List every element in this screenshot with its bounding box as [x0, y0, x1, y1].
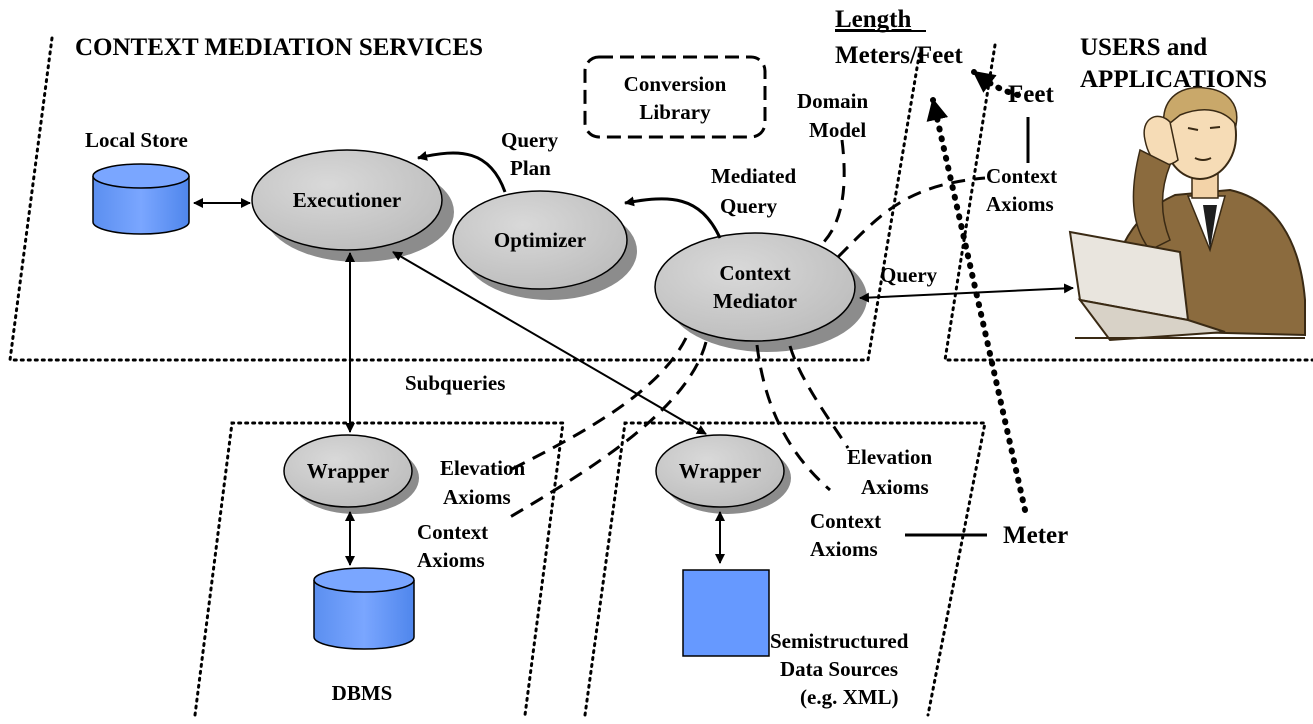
dashed-elevation-right [788, 345, 850, 449]
wrapper-right-label: Wrapper [679, 459, 761, 483]
arrow-mediator-to-optimizer [624, 196, 722, 239]
arrow-optimizer-to-executioner [417, 151, 507, 193]
users-boundary [943, 43, 1313, 362]
dbms-cylinder[interactable] [313, 567, 415, 650]
context-axioms-left-line2: Axioms [417, 548, 485, 572]
dbms-boundary [193, 421, 565, 717]
elevation-axioms-left-line1: Elevation [440, 456, 525, 480]
optimizer-node[interactable]: Optimizer [452, 190, 637, 300]
conversion-library-line1: Conversion [624, 72, 727, 96]
domain-model-line1: Domain [797, 89, 868, 113]
semistructured-line2: Data Sources [780, 657, 898, 681]
conversion-library-box[interactable]: Conversion Library [583, 55, 767, 139]
optimizer-label: Optimizer [494, 228, 586, 252]
user-context-axioms-line2: Axioms [986, 192, 1054, 216]
dotted-arrows [926, 69, 1028, 513]
meters-feet-label: Meters/Feet [835, 42, 963, 69]
context-mediator-line2: Mediator [713, 289, 797, 313]
arrow-mediator-user-query [859, 283, 1074, 303]
local-store-label: Local Store [85, 128, 188, 152]
mediated-query-line1: Mediated [711, 164, 796, 188]
conversion-library-line2: Library [639, 100, 711, 124]
executioner-label: Executioner [293, 188, 401, 212]
meter-label: Meter [1003, 522, 1068, 549]
dashed-context-left [504, 341, 708, 522]
elevation-axioms-right-line1: Elevation [847, 445, 932, 469]
feet-label: Feet [1008, 81, 1054, 108]
query-plan-line1: Query [501, 128, 559, 152]
executioner-node[interactable]: Executioner [251, 149, 454, 262]
region-boundaries [8, 36, 1313, 717]
solid-arrows [193, 117, 1074, 566]
domain-model-line2: Model [809, 118, 866, 142]
mediation-services-title: CONTEXT MEDIATION SERVICES [75, 34, 483, 61]
query-label: Query [880, 263, 938, 287]
dbms-label: DBMS [332, 681, 393, 705]
semistructured-data-square[interactable] [682, 569, 770, 657]
semistructured-line3: (e.g. XML) [800, 685, 899, 709]
dotted-meter-to-length [926, 97, 1028, 513]
elevation-axioms-right-line2: Axioms [861, 475, 929, 499]
context-axioms-right-line2: Axioms [810, 537, 878, 561]
query-plan-line2: Plan [510, 156, 551, 180]
wrapper-left-label: Wrapper [307, 459, 389, 483]
subqueries-label: Subqueries [405, 371, 505, 395]
context-mediator-node[interactable]: Context Mediator [654, 232, 867, 352]
context-axioms-left-line1: Context [417, 520, 488, 544]
user-context-axioms-line1: Context [986, 164, 1057, 188]
dashed-context-right [755, 344, 831, 492]
users-title-line2: APPLICATIONS [1080, 66, 1267, 93]
dashed-domain-model [818, 139, 846, 248]
dashed-user-context-axioms [836, 176, 986, 259]
dashed-links [504, 139, 986, 522]
semistructured-boundary [583, 421, 987, 717]
semistructured-line1: Semistructured [770, 629, 909, 653]
context-axioms-right-line1: Context [810, 509, 881, 533]
dashed-elevation-left [509, 337, 688, 472]
elevation-axioms-left-line2: Axioms [443, 485, 511, 509]
users-title-line1: USERS and [1080, 34, 1207, 61]
mediated-query-line2: Query [720, 194, 778, 218]
wrapper-right-node[interactable]: Wrapper [655, 434, 791, 514]
length-label: Length [835, 6, 912, 33]
local-store-cylinder[interactable] [92, 163, 190, 235]
context-mediator-line1: Context [719, 261, 790, 285]
arrow-executioner-wrapper-right [392, 251, 707, 435]
wrapper-left-node[interactable]: Wrapper [283, 434, 419, 514]
user-at-laptop-illustration [1068, 86, 1306, 342]
